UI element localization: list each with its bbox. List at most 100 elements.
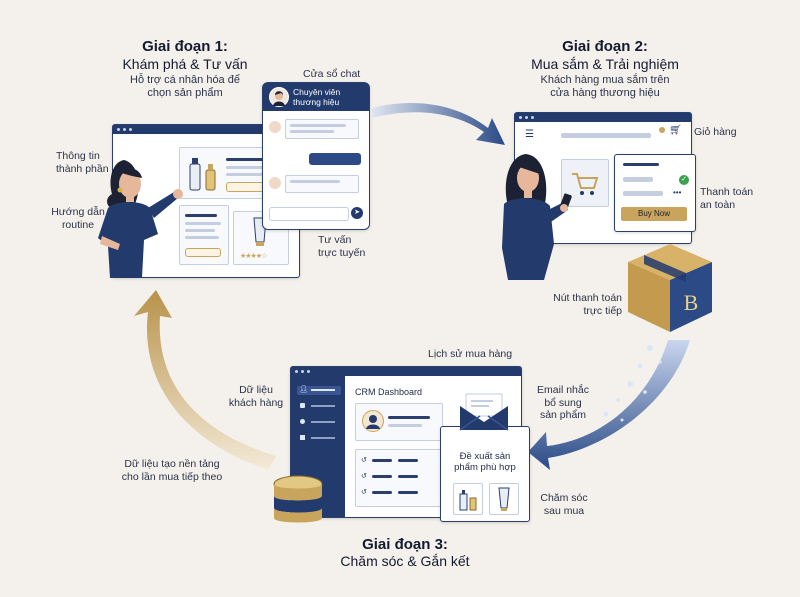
chat-bubble-incoming [285, 119, 359, 139]
chat-header: Chuyên viên thương hiệu [263, 83, 369, 111]
label-direct-payment: Nút thanh toán trực tiếp [530, 292, 622, 317]
stage2-description: Khách hàng mua sắm trên cửa hàng thương … [505, 74, 705, 100]
sparkle-dots [603, 345, 662, 422]
purchase-history-list: ↺ ↺ ↺ [355, 449, 443, 507]
routine-card [179, 205, 229, 265]
serum-bottle-icon [189, 158, 216, 191]
label-chat-window: Cửa sổ chat [303, 68, 361, 80]
recommended-product-2[interactable] [489, 483, 519, 515]
label-secure-payment-line-2: an toàn [700, 198, 736, 211]
recommend-text-line-2: phẩm phù hợp [454, 462, 516, 473]
menu-icon[interactable]: ☰ [525, 129, 534, 140]
stage1-desc-line-1: Hỗ trợ cá nhân hóa để [130, 74, 240, 86]
label-data-foundation: Dữ liệu tạo nền tảng cho lần mua tiếp th… [112, 458, 232, 483]
brand-box-illustration: B [628, 244, 712, 332]
customer-profile-card [355, 403, 443, 441]
label-routine: Hướng dẫn routine [48, 206, 108, 231]
chat-input[interactable] [269, 207, 349, 221]
label-aftercare-line-1: Chăm sóc [540, 492, 588, 504]
shopping-cart-icon [572, 173, 599, 195]
label-customer-data-line-2: khách hàng [228, 396, 284, 409]
label-online-consult-line-2: trực tuyến [318, 246, 366, 259]
label-customer-data-line-1: Dữ liệu [239, 384, 273, 396]
stage3-subtitle: Chăm sóc & Gắn kết [340, 553, 470, 569]
recommended-product-1[interactable] [453, 483, 483, 515]
history-icon: ↺ [361, 457, 367, 464]
stage1-description: Hỗ trợ cá nhân hóa để chọn sản phẩm [90, 74, 280, 100]
sidebar-item-3[interactable] [297, 418, 341, 427]
label-purchase-history: Lịch sử mua hàng [428, 348, 513, 360]
label-secure-payment-line-1: Thanh toán [700, 186, 754, 198]
arrow-stage3-to-stage1 [134, 290, 276, 470]
label-email-reminder: Email nhắc bổ sung sản phẩm [528, 384, 598, 422]
label-email-reminder-line-3: sản phẩm [539, 409, 587, 421]
window-titlebar [291, 367, 521, 376]
recommend-text-line-1: Đề xuất sản [459, 451, 511, 462]
agent-name-line-2: thương hiệu [293, 97, 340, 107]
stage1-desc-line-2: chọn sản phẩm [147, 87, 223, 99]
stage2-subtitle: Mua sắm & Trải nghiệm [531, 56, 679, 72]
database-icon [273, 475, 323, 523]
email-envelope-icon [459, 393, 509, 431]
label-secure-payment: Thanh toán an toàn [700, 186, 770, 211]
payment-panel: ✓ ••• Buy Now [614, 154, 696, 232]
arrow-stage2-to-stage3 [528, 340, 690, 470]
label-ingredients-line-2: thành phần [56, 162, 109, 175]
tube-icon [498, 487, 510, 511]
stage2-desc-line-1: Khách hàng mua sắm trên [540, 74, 670, 86]
label-cart: Giỏ hàng [694, 126, 737, 138]
stage2-desc-line-2: cửa hàng thương hiệu [550, 87, 660, 99]
label-data-foundation-line-2: cho lần mua tiếp theo [121, 470, 223, 483]
chat-bubble-outgoing [309, 153, 361, 165]
label-aftercare: Chăm sóc sau mua [534, 492, 594, 517]
agent-name: Chuyên viên thương hiệu [293, 87, 340, 107]
window-titlebar [515, 113, 691, 122]
stage2-title: Giai đoạn 2: [562, 38, 648, 55]
label-aftercare-line-2: sau mua [543, 504, 585, 517]
secure-check-icon: ✓ [679, 175, 689, 185]
bottle-icon [459, 490, 477, 511]
customer-avatar-icon [362, 410, 384, 432]
stage1-subtitle: Khám phá & Tư vấn [122, 56, 248, 72]
sidebar-item-2[interactable] [297, 402, 341, 411]
card-dots-icon: ••• [673, 188, 682, 197]
send-icon[interactable]: ➤ [351, 207, 363, 219]
history-icon: ↺ [361, 489, 367, 496]
woman-shopping-illustration [502, 154, 572, 280]
label-routine-line-1: Hướng dẫn [51, 206, 105, 218]
label-ingredients-line-1: Thông tin [56, 150, 100, 162]
recommend-text: Đề xuất sản phẩm phù hợp [441, 451, 529, 473]
label-direct-payment-line-2: trực tiếp [583, 304, 622, 317]
stage1-title: Giai đoạn 1: [142, 38, 228, 55]
label-data-foundation-line-1: Dữ liệu tạo nền tảng [124, 458, 220, 470]
chat-window: Chuyên viên thương hiệu ➤ [262, 82, 370, 230]
stage3-title: Giai đoạn 3: [362, 536, 448, 553]
crm-title: CRM Dashboard [355, 387, 423, 397]
label-online-consult-line-1: Tư vấn [318, 234, 352, 246]
agent-name-line-1: Chuyên viên [293, 87, 341, 97]
buy-now-button[interactable]: Buy Now [621, 207, 687, 221]
label-online-consult: Tư vấn trực tuyến [318, 234, 378, 259]
agent-avatar [269, 87, 289, 107]
store-badge-icon [659, 127, 665, 133]
label-direct-payment-line-1: Nút thanh toán [553, 292, 622, 304]
chat-avatar-1 [269, 121, 281, 133]
recommendation-card: Đề xuất sản phẩm phù hợp [440, 426, 530, 522]
chat-avatar-2 [269, 177, 281, 189]
history-icon: ↺ [361, 473, 367, 480]
arrow-stage1-to-stage2 [372, 102, 505, 145]
window-titlebar [113, 125, 299, 134]
chat-bubble-incoming-2 [285, 175, 359, 193]
label-email-reminder-line-1: Email nhắc [537, 384, 589, 396]
label-routine-line-2: routine [61, 218, 95, 231]
woman-presenting-illustration [98, 160, 183, 278]
rating-stars-icon: ★★★★☆ [240, 253, 267, 260]
label-ingredients: Thông tin thành phần [56, 150, 116, 175]
label-email-reminder-line-2: bổ sung [544, 396, 582, 409]
cart-icon[interactable]: 🛒︎ [669, 125, 682, 136]
sidebar-item-4[interactable] [297, 434, 341, 443]
sidebar-item-profile[interactable]: 👤︎ [297, 386, 341, 395]
box-brand-letter: B [684, 290, 699, 315]
label-customer-data: Dữ liệu khách hàng [226, 384, 286, 409]
